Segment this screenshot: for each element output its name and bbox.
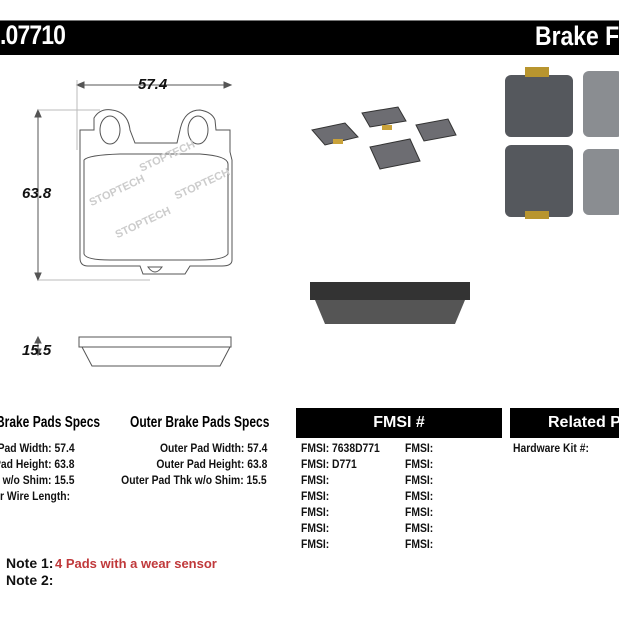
fmsi-row: FMSI:	[301, 539, 330, 551]
fmsi-header: FMSI #	[296, 408, 502, 438]
fmsi-row: FMSI:	[405, 443, 434, 455]
inner-spec-row: her Pad Width: 57.4	[0, 443, 75, 455]
pad-side-photo	[310, 282, 470, 324]
fmsi-row: FMSI:	[405, 523, 434, 535]
outer-spec-row: Outer Pad Width: 57.4	[159, 443, 267, 455]
fmsi-row: FMSI: 7638D771	[301, 443, 380, 455]
fmsi-row: FMSI:	[405, 507, 434, 519]
outer-specs-header: Outer Brake Pads Specs	[130, 414, 270, 431]
fmsi-row: FMSI:	[301, 523, 330, 535]
watermark-text: STOPTECH	[114, 205, 173, 241]
fmsi-row: FMSI:	[405, 475, 434, 487]
watermark-text: STOPTECH	[138, 138, 197, 174]
note-1-label: Note 1:	[6, 555, 54, 571]
thickness-dimension: 15.5	[22, 342, 52, 359]
pad-set-photo	[311, 106, 457, 170]
fmsi-row: FMSI:	[405, 539, 434, 551]
note-2-label: Note 2:	[6, 572, 54, 588]
height-dimension: 63.8	[22, 185, 52, 202]
hardware-kit-label: Hardware Kit #:	[513, 443, 589, 455]
outer-spec-row: Outer Pad Thk w/o Shim: 15.5	[121, 475, 267, 487]
header-bar	[0, 20, 619, 55]
page-title: Brake F	[535, 21, 619, 51]
note-1-text: 4 Pads with a wear sensor	[55, 556, 217, 571]
fmsi-row: FMSI:	[301, 491, 330, 503]
pad-closeup-photo	[505, 67, 619, 219]
width-dimension: 57.4	[138, 76, 168, 93]
inner-specs-header: Brake Pads Specs	[0, 414, 101, 431]
fmsi-row: FMSI:	[405, 459, 434, 471]
part-number: .07710	[0, 20, 66, 50]
outer-spec-row: Outer Pad Height: 63.8	[155, 459, 267, 471]
fmsi-row: FMSI:	[405, 491, 434, 503]
watermark-text: STOPTECH	[88, 173, 147, 209]
watermark-text: STOPTECH	[173, 166, 232, 202]
fmsi-row: FMSI: D771	[301, 459, 357, 471]
inner-spec-row: Thk w/o Shim: 15.5	[0, 475, 75, 487]
inner-spec-row: er Pad Height: 63.8	[0, 459, 75, 471]
pad-technical-drawing: STOPTECH STOPTECH STOPTECH STOPTECH	[34, 80, 233, 367]
inner-spec-row: r Wire Length:	[0, 491, 71, 503]
fmsi-row: FMSI:	[301, 507, 330, 519]
related-parts-header: Related Par	[510, 408, 619, 438]
fmsi-row: FMSI:	[301, 475, 330, 487]
